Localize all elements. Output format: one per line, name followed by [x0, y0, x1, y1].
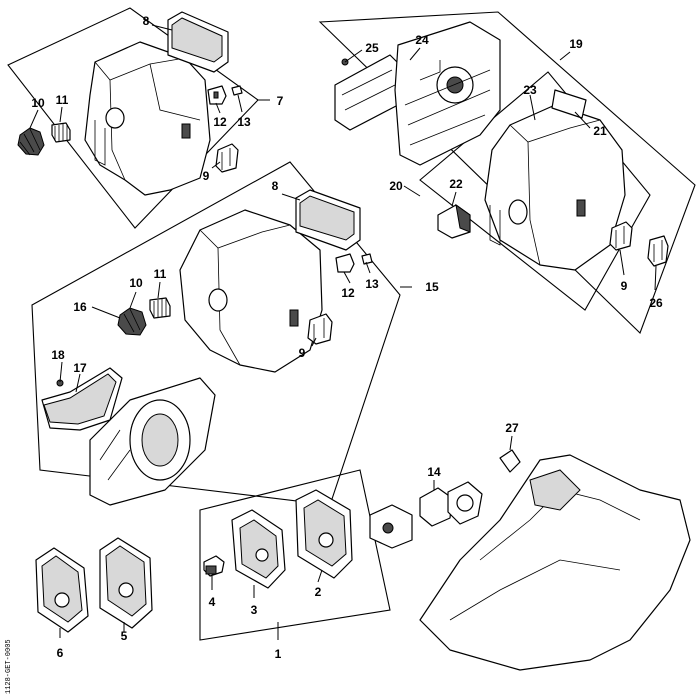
starter-housing-17 [41, 367, 216, 506]
filter-frame-2 [295, 489, 353, 579]
callout-9-right: 9 [621, 279, 628, 293]
callout-12-mid: 12 [341, 286, 355, 300]
callout-labels: 8 7 10 11 12 13 9 25 24 19 23 21 20 22 9… [31, 14, 663, 661]
callout-27: 27 [505, 421, 519, 435]
callout-8-mid: 8 [272, 179, 279, 193]
air-filter-element-8-mid [295, 189, 361, 251]
callout-7: 7 [277, 94, 284, 108]
callout-10-mid: 10 [129, 276, 143, 290]
callout-17: 17 [73, 361, 87, 375]
drawing-code: 1128-GET-0005 [5, 639, 13, 694]
knob-22 [437, 203, 471, 239]
callout-10-top: 10 [31, 96, 45, 110]
group-box-1 [199, 469, 391, 641]
air-filter-element-8-top [167, 11, 229, 73]
spring-nut-10-11-top [17, 122, 71, 156]
callout-14: 14 [427, 465, 441, 479]
clips-12-13-9-mid [307, 253, 373, 345]
callout-20: 20 [389, 179, 403, 193]
callout-16: 16 [73, 300, 87, 314]
clips-9-26-right [609, 221, 669, 267]
callout-6: 6 [57, 646, 64, 660]
callout-13-top: 13 [237, 115, 251, 129]
filter-frame-6 [35, 547, 89, 633]
carburetor-14 [369, 481, 483, 549]
callout-19: 19 [569, 37, 583, 51]
callout-13-mid: 13 [365, 277, 379, 291]
filter-frame-3 [231, 509, 286, 589]
callout-26: 26 [649, 296, 663, 310]
clips-12-13-9-top [207, 85, 243, 173]
spring-nut-10-11-mid [117, 297, 171, 336]
callout-9-mid: 9 [299, 346, 306, 360]
callout-25: 25 [365, 41, 379, 55]
callout-24: 24 [415, 33, 429, 47]
plate-21 [551, 89, 587, 119]
leader-lines [29, 24, 657, 640]
filter-frame-5 [99, 537, 153, 629]
callout-2: 2 [315, 585, 322, 599]
handle-shroud-27 [419, 449, 691, 671]
cover-part-15 [179, 209, 323, 373]
callout-11-top: 11 [56, 93, 69, 107]
callout-4: 4 [209, 595, 216, 609]
callout-23: 23 [523, 83, 537, 97]
cover-part-7-group [84, 41, 211, 196]
callout-5: 5 [121, 629, 128, 643]
callout-22: 22 [449, 177, 463, 191]
callout-21: 21 [593, 124, 607, 138]
callout-18: 18 [51, 348, 65, 362]
callout-9-top: 9 [203, 169, 210, 183]
gasket-plate-25 [334, 54, 401, 131]
callout-1: 1 [275, 647, 282, 661]
callout-3: 3 [251, 603, 258, 617]
callout-11-mid: 11 [154, 267, 167, 281]
callout-8-top: 8 [143, 14, 150, 28]
knob-4 [203, 555, 225, 577]
callout-15: 15 [425, 280, 439, 294]
group-box-20 [419, 71, 651, 311]
callout-12-top: 12 [213, 115, 227, 129]
cover-part-20 [484, 104, 626, 271]
group-box-15 [31, 161, 401, 506]
fan-housing-24 [394, 21, 501, 166]
